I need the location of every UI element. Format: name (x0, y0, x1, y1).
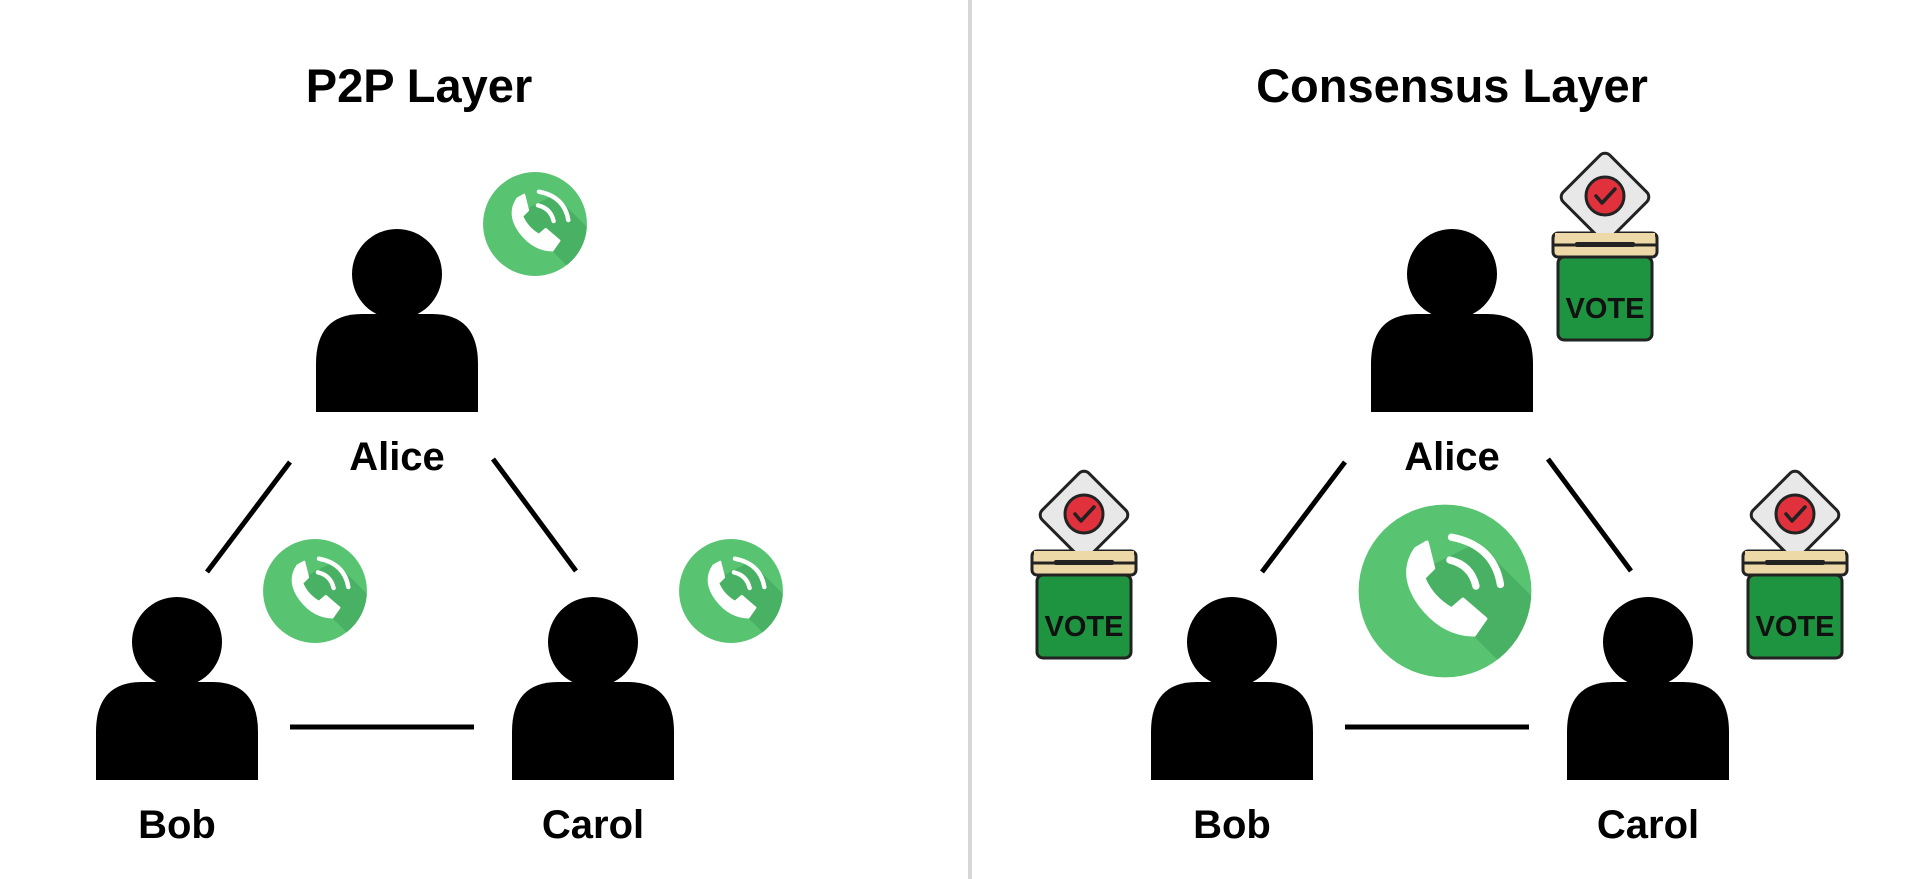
node-label-carol: Carol (541, 803, 645, 847)
panel-title: P2P Layer (305, 59, 533, 112)
ballot-text: VOTE (1756, 611, 1835, 643)
person-icon (316, 229, 478, 412)
ballot-text: VOTE (1045, 611, 1124, 643)
panel-divider (968, 0, 972, 879)
node-label-bob: Bob (1193, 803, 1271, 847)
node-label-alice: Alice (349, 435, 445, 479)
person-icon (96, 597, 258, 780)
edge-alice-bob (1260, 460, 1347, 574)
panel-title: Consensus Layer (1256, 59, 1648, 112)
phone-call-icon (483, 172, 623, 312)
edge-alice-bob (205, 460, 292, 574)
edge-alice-carol (490, 457, 579, 573)
person-icon (512, 597, 674, 780)
node-label-bob: Bob (138, 803, 216, 847)
ballot-text: VOTE (1566, 293, 1645, 325)
phone-call-icon (1359, 505, 1592, 738)
phone-call-icon (263, 539, 403, 679)
person-icon (1151, 597, 1313, 780)
edge-alice-carol (1545, 457, 1634, 573)
node-label-alice: Alice (1404, 435, 1500, 479)
phone-call-icon (679, 539, 819, 679)
person-icon (1567, 597, 1729, 780)
person-icon (1371, 229, 1533, 412)
node-label-carol: Carol (1596, 803, 1700, 847)
